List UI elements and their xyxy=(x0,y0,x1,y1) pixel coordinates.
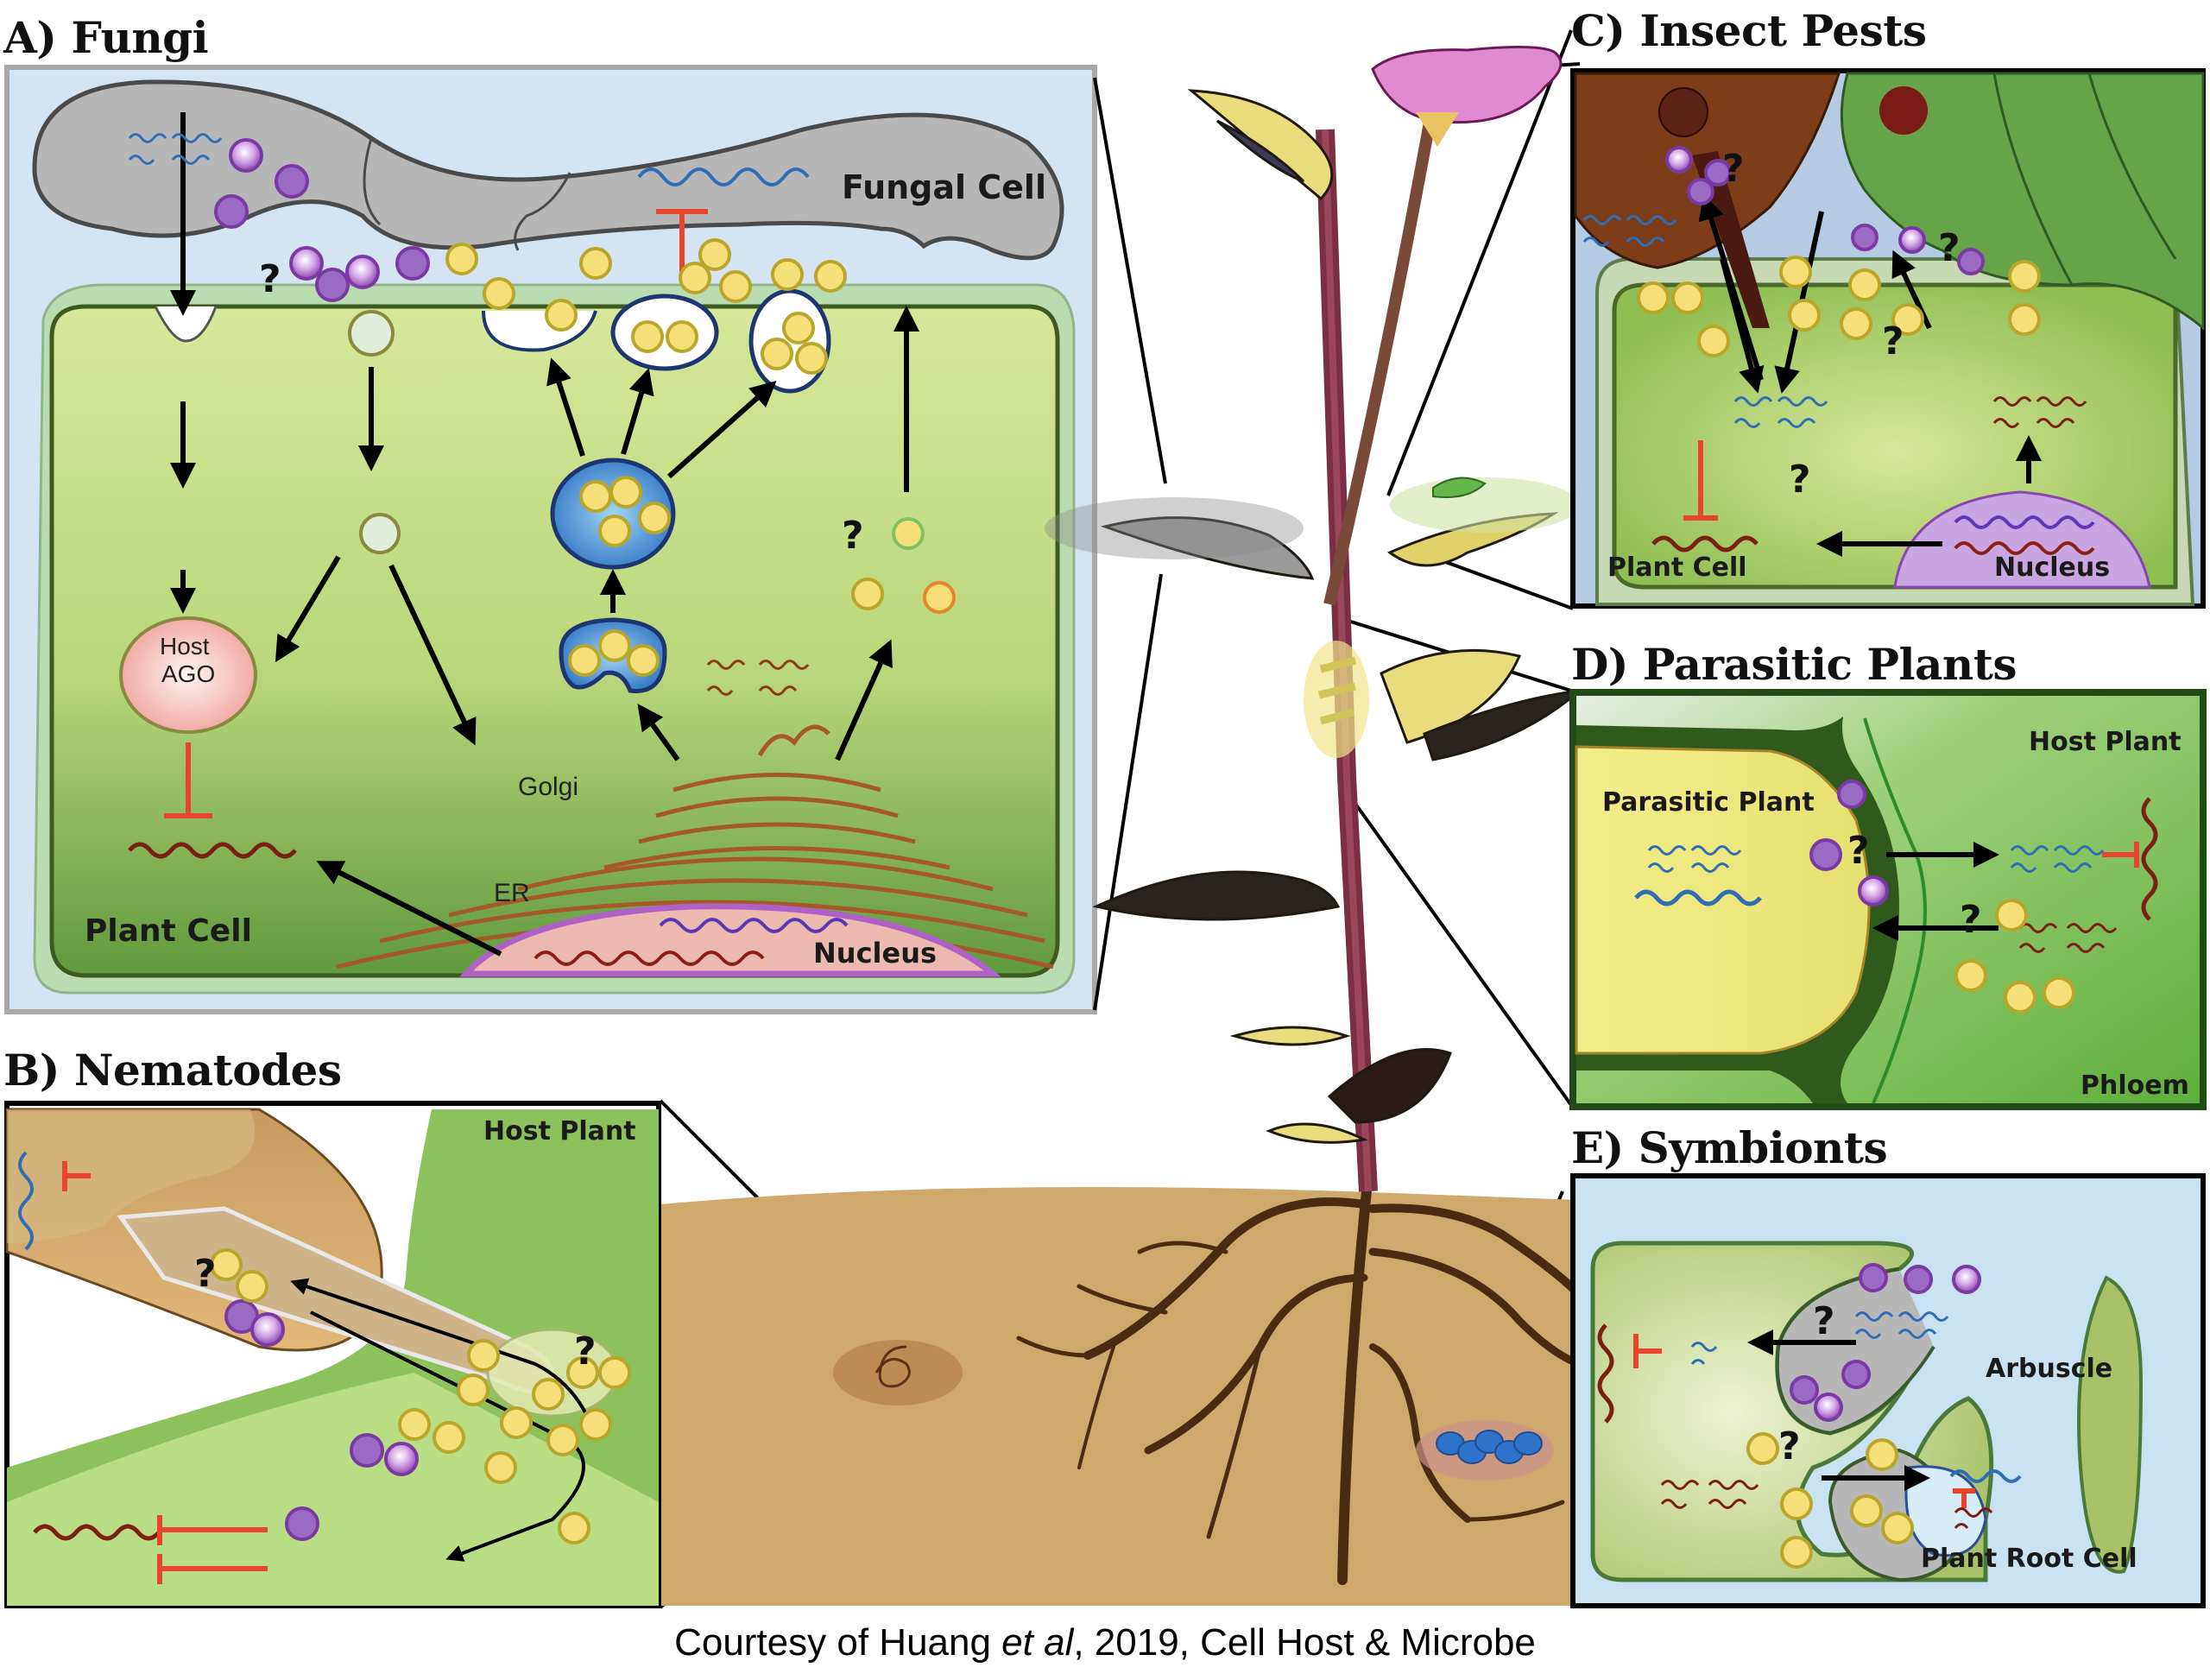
plant-shoot xyxy=(1045,45,1584,1192)
soil-and-roots xyxy=(660,1169,1584,1606)
host-ago-label-line1: Host xyxy=(160,633,210,660)
unknown-marker: ? xyxy=(1960,898,1982,942)
unknown-marker: ? xyxy=(842,514,864,558)
fungal-cell-body xyxy=(32,79,1064,261)
host-ago-label-line2: AGO xyxy=(161,660,216,687)
fungi-highlight xyxy=(1045,497,1304,559)
panel-b-title: B) Nematodes xyxy=(3,1045,342,1096)
caption-italic: et al xyxy=(1001,1621,1074,1664)
soil xyxy=(660,1187,1580,1606)
parasitic-plant-label: Parasitic Plant xyxy=(1602,787,1815,818)
golgi-er-membranes xyxy=(336,724,1054,969)
leaves xyxy=(1092,89,1584,1144)
unknown-marker: ? xyxy=(259,257,281,301)
root-system xyxy=(1016,1169,1584,1585)
flower xyxy=(1371,45,1563,124)
arbuscle-label: Arbuscle xyxy=(1986,1354,2113,1384)
plant-cell-body xyxy=(49,304,1060,978)
caterpillar xyxy=(1432,477,1487,498)
panel-c-insect-art xyxy=(1570,68,2206,609)
nucleus-c xyxy=(1893,490,2151,589)
plant-cell-label-a: Plant Cell xyxy=(85,913,252,949)
arrows-a xyxy=(170,112,919,957)
nematode-highlight xyxy=(833,1340,963,1405)
plant-root-cell-label: Plant Root Cell xyxy=(1921,1544,2137,1574)
unknown-marker: ? xyxy=(1722,147,1745,191)
unknown-marker: ? xyxy=(1938,226,1961,270)
unknown-marker: ? xyxy=(574,1329,597,1374)
panel-e-title: E) Symbionts xyxy=(1571,1122,1888,1173)
unknown-marker: ? xyxy=(1778,1424,1801,1468)
fungal-cell-label: Fungal Cell xyxy=(842,168,1046,206)
panel-d-parasitic-art xyxy=(1569,689,2207,1110)
caption-suffix: , 2019, Cell Host & Microbe xyxy=(1073,1621,1536,1664)
unknown-marker: ? xyxy=(194,1252,217,1296)
host-plant-label-b: Host Plant xyxy=(483,1116,636,1146)
plant-cell-label-c: Plant Cell xyxy=(1607,553,1747,583)
phloem-label: Phloem xyxy=(2081,1071,2189,1101)
unknown-marker: ? xyxy=(1813,1299,1835,1343)
golgi-label: Golgi xyxy=(518,773,579,801)
host-plant-label-d: Host Plant xyxy=(2029,727,2182,757)
dodder-highlight xyxy=(1304,641,1369,758)
unknown-marker: ? xyxy=(1789,458,1811,502)
panel-d-title: D) Parasitic Plants xyxy=(1571,639,2017,690)
inhibition-a xyxy=(164,209,708,818)
er-label: ER xyxy=(494,879,530,907)
figure-caption: Courtesy of Huang et al, 2019, Cell Host… xyxy=(0,1621,2210,1664)
caption-prefix: Courtesy of Huang xyxy=(674,1621,1002,1664)
insect-highlight xyxy=(1390,477,1580,533)
unknown-marker: ? xyxy=(1882,319,1904,363)
panel-e-symbionts-art xyxy=(1570,1173,2206,1608)
nucleus-label-a: Nucleus xyxy=(813,937,938,969)
panel-c-title: C) Insect Pests xyxy=(1571,5,1927,56)
host-ago-protein xyxy=(119,616,257,734)
parasitic-plant-cell xyxy=(1575,745,1871,1055)
nucleus-label-c: Nucleus xyxy=(1994,553,2111,583)
panel-b-nematodes-art xyxy=(4,1101,661,1608)
panel-a-fungi-art xyxy=(4,65,1097,1014)
unknown-marker: ? xyxy=(1847,829,1870,873)
panel-a-title: A) Fungi xyxy=(3,12,209,63)
